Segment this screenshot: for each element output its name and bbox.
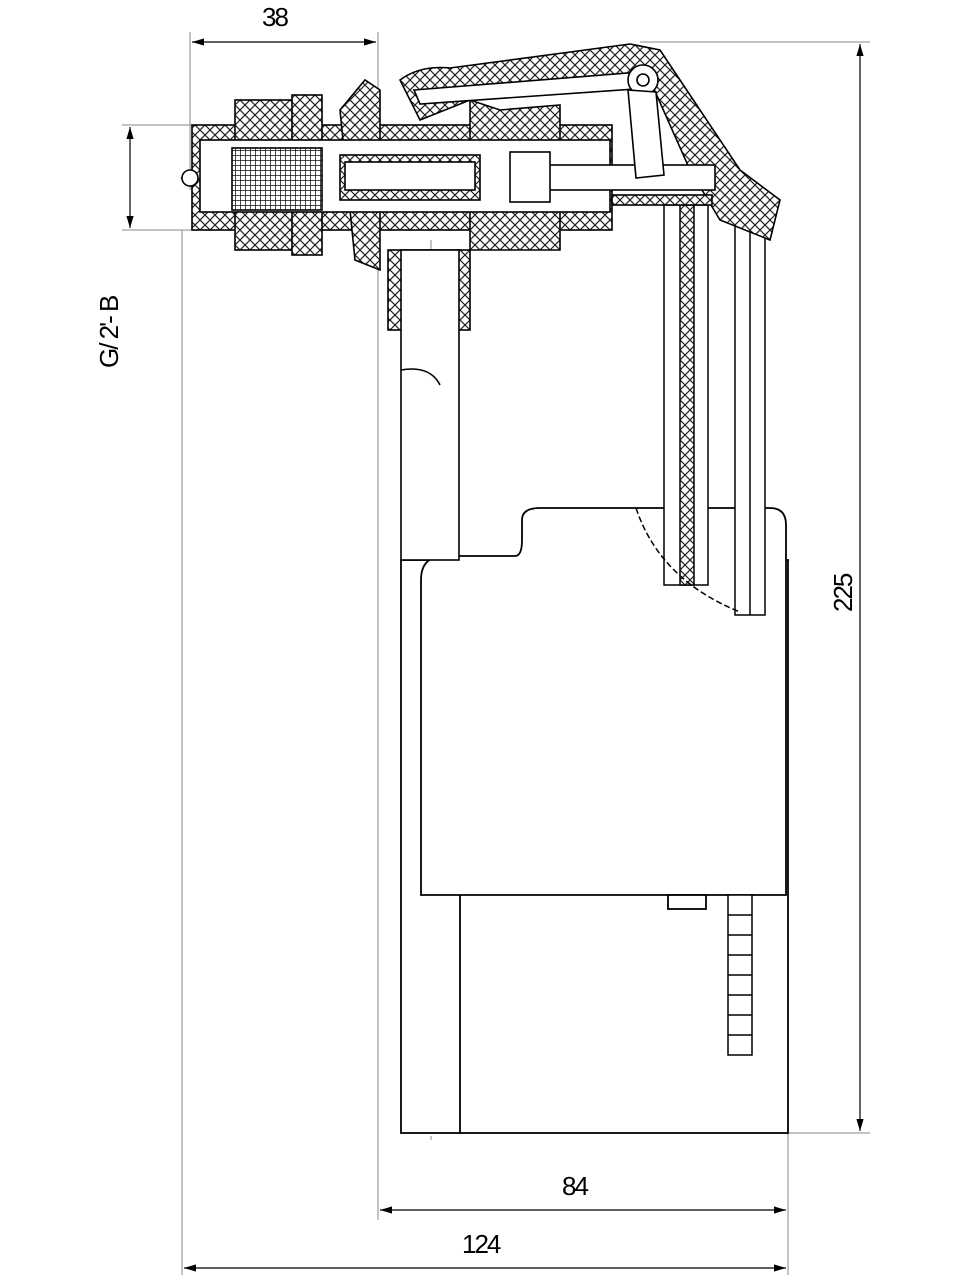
valve-head <box>181 43 781 272</box>
dimension-overall-width: 124 <box>462 1229 501 1259</box>
dimension-height: 225 <box>828 573 858 612</box>
riser-tube <box>387 249 471 561</box>
float-rods <box>635 204 766 616</box>
dimension-top-width: 38 <box>262 2 288 32</box>
dimension-body-width: 84 <box>562 1171 588 1201</box>
dimension-thread: G/ 2'- B <box>94 296 124 368</box>
float-body <box>400 507 789 1134</box>
chain <box>727 894 753 1056</box>
dimension-lines <box>126 38 864 1272</box>
